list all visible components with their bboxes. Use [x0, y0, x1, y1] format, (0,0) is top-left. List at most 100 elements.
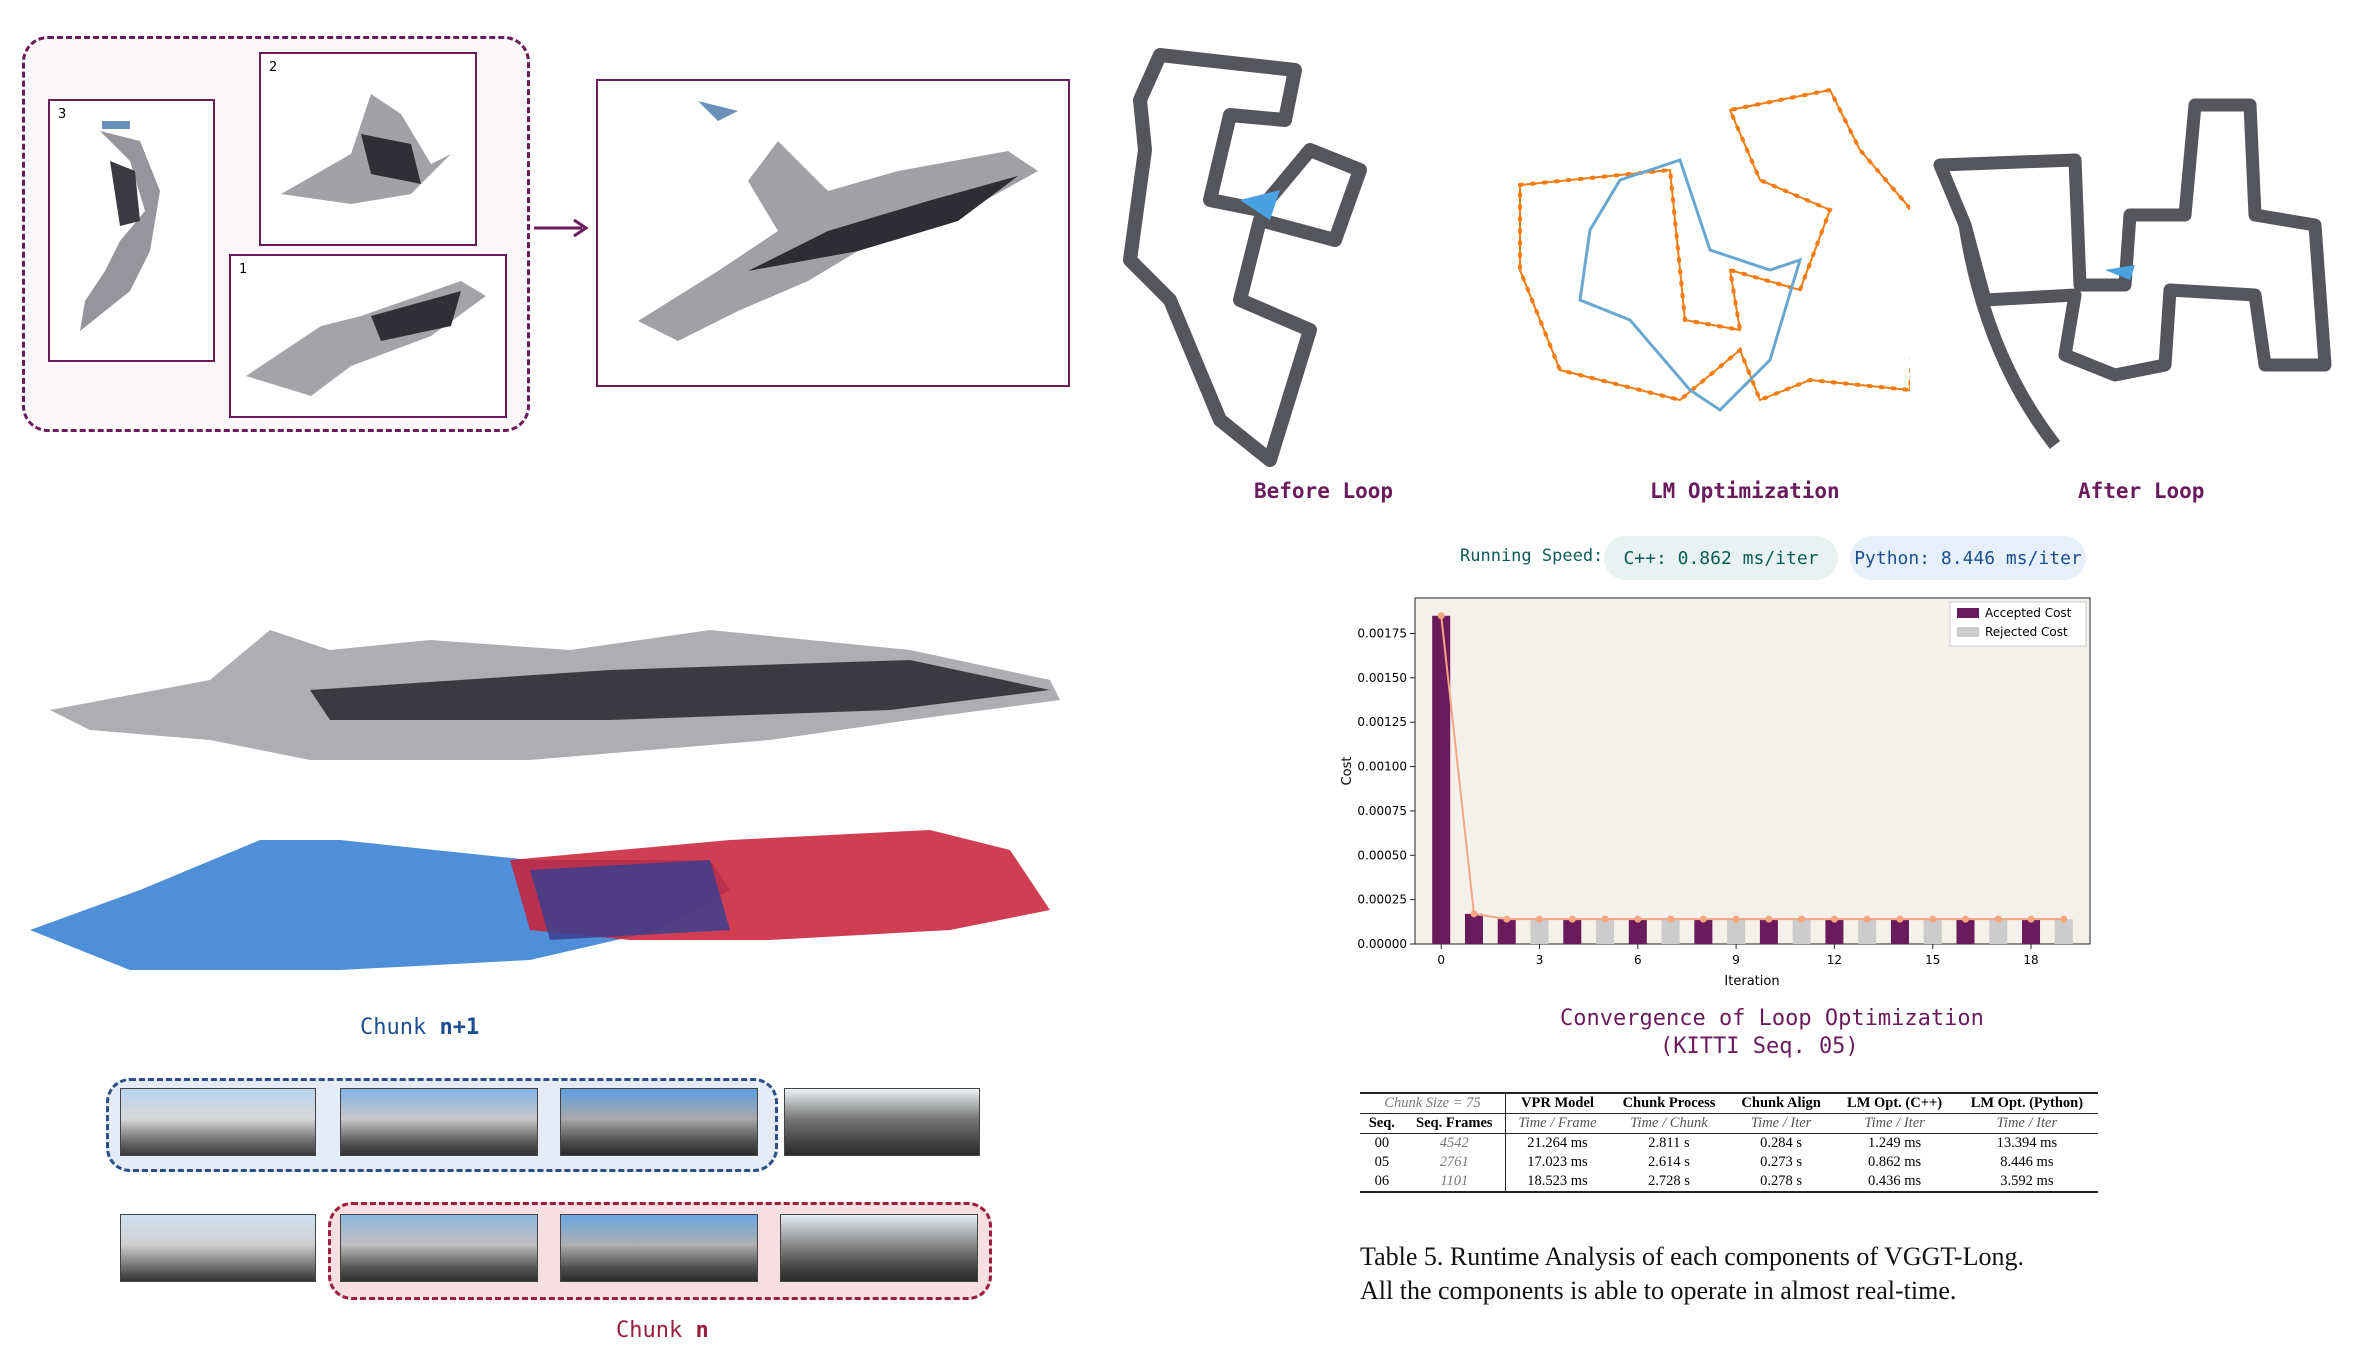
cost-point [1798, 915, 1806, 923]
unit-cell: Time / Iter [1996, 1115, 2058, 1131]
rejected-bar [1530, 919, 1549, 944]
table-cell: 18.523 ms [1527, 1173, 1588, 1189]
accepted-bar [1497, 919, 1516, 944]
cost-point [1830, 915, 1838, 923]
frame-thumbnail [560, 1088, 758, 1156]
cost-point [1634, 915, 1642, 923]
cost-point [1929, 915, 1937, 923]
y-tick-label: 0.00175 [1357, 626, 1407, 640]
chunk-point-clouds [30, 630, 1060, 970]
x-tick-label: 6 [1634, 953, 1642, 967]
unit-cell: Time / Iter [1864, 1115, 1925, 1131]
rejected-bar [2054, 919, 2073, 944]
cost-point [1470, 910, 1478, 918]
table-cell: 1101 [1403, 1172, 1506, 1192]
accepted-bar [1890, 919, 1909, 944]
chunk-box-2: 2 [259, 52, 477, 246]
table-cell: 05 [1374, 1154, 1390, 1170]
legend-swatch-rejected [1957, 627, 1979, 637]
table-cell: 21.264 ms [1527, 1135, 1588, 1151]
chunk-n-caption: Chunk n [616, 1318, 709, 1343]
table-cell: 2.728 s [1648, 1173, 1690, 1189]
accepted-bar [1759, 919, 1778, 944]
chunk-box-3: 3 [48, 99, 215, 362]
col-header: Chunk Process [1622, 1095, 1716, 1111]
y-tick-label: 0.00050 [1357, 848, 1407, 862]
x-tick-label: 12 [1827, 953, 1842, 967]
table-cell: 4542 [1403, 1133, 1506, 1153]
cost-point [1437, 612, 1445, 620]
chunk-box-1: 1 [229, 254, 507, 418]
table-cell: 3.592 ms [2000, 1173, 2054, 1189]
cost-point [2060, 915, 2068, 923]
plot-area [1414, 597, 2091, 945]
cpp-speed-badge: C++: 0.862 ms/iter [1604, 536, 1838, 580]
chunk-box-label: 1 [239, 262, 248, 277]
cost-point [1961, 915, 1969, 923]
table-cell: 06 [1374, 1173, 1390, 1189]
table-cell: 8.446 ms [2000, 1154, 2054, 1170]
accepted-bar [1432, 615, 1451, 944]
rejected-bar [1792, 919, 1811, 944]
before-loop-trajectory [1123, 48, 1367, 467]
frame-thumbnail [780, 1214, 978, 1282]
accepted-bar [2022, 919, 2041, 944]
accepted-bar [1563, 919, 1582, 944]
rejected-bar [1596, 919, 1615, 944]
cost-point [1863, 915, 1871, 923]
chart-legend: Accepted Cost Rejected Cost [1949, 601, 2087, 647]
merged-result-box [596, 79, 1070, 387]
cost-point [1536, 915, 1544, 923]
accepted-bar [1628, 919, 1647, 944]
merged-point-cloud [638, 101, 1038, 341]
merge-arrow-icon [534, 218, 589, 238]
rejected-bar [1727, 919, 1746, 944]
table-cell: 0.436 ms [1867, 1173, 1922, 1189]
y-tick-label: 0.00000 [1357, 937, 1407, 951]
y-tick-label: 0.00025 [1357, 893, 1407, 907]
frame-thumbnail [560, 1214, 758, 1282]
x-tick-label: 3 [1536, 953, 1544, 967]
rejected-bar [1989, 919, 2008, 944]
after-loop-trajectory [1933, 98, 2332, 449]
frame-thumbnail [340, 1214, 538, 1282]
col-header: LM Opt. (Python) [1970, 1095, 2084, 1111]
chunk-n-index: n [695, 1318, 709, 1343]
col-header: Chunk Align [1741, 1095, 1821, 1111]
chunk-n1-index: n+1 [439, 1015, 480, 1040]
table-cell: 00 [1374, 1135, 1390, 1151]
chunk-n-prefix: Chunk [616, 1318, 696, 1343]
cost-point [1765, 915, 1773, 923]
table-cell: 2.614 s [1648, 1154, 1690, 1170]
running-speed-label: Running Speed: [1460, 546, 1604, 566]
unit-cell: Time / Frame [1518, 1115, 1597, 1131]
frame-thumbnail [120, 1088, 316, 1156]
cost-point [1896, 915, 1904, 923]
cost-point [1568, 915, 1576, 923]
cost-point [1503, 915, 1511, 923]
table-cell: 2.811 s [1648, 1135, 1690, 1151]
x-tick-label: 15 [1925, 953, 1940, 967]
frames-header: Seq. Frames [1403, 1113, 1506, 1134]
table-caption-line1: Table 5. Runtime Analysis of each compon… [1360, 1242, 2024, 1271]
unit-cell: Time / Chunk [1630, 1115, 1708, 1131]
y-axis-label: Cost [1340, 757, 1355, 786]
point-cloud-1 [246, 281, 486, 396]
seq-header: Seq. [1368, 1115, 1395, 1131]
chunk-n1-caption: Chunk n+1 [360, 1015, 479, 1040]
table-cell: 13.394 ms [1996, 1135, 2058, 1151]
col-header: VPR Model [1521, 1095, 1594, 1111]
col-header: LM Opt. (C++) [1847, 1095, 1943, 1111]
python-speed-badge: Python: 8.446 ms/iter [1850, 536, 2086, 580]
rejected-bar [1661, 919, 1680, 944]
y-tick-label: 0.00075 [1357, 804, 1407, 818]
before-loop-caption: Before Loop [1254, 479, 1394, 503]
runtime-table: Chunk Size = 75 VPR Model Chunk Process … [1360, 1092, 2098, 1193]
point-cloud-3 [80, 121, 160, 331]
chunk-box-label: 3 [58, 107, 67, 122]
cost-point [1994, 915, 2002, 923]
accepted-bar [1464, 913, 1483, 944]
table-cell: 17.023 ms [1527, 1154, 1588, 1170]
table-cell: 0.284 s [1760, 1135, 1803, 1151]
frame-thumbnail [120, 1214, 316, 1282]
